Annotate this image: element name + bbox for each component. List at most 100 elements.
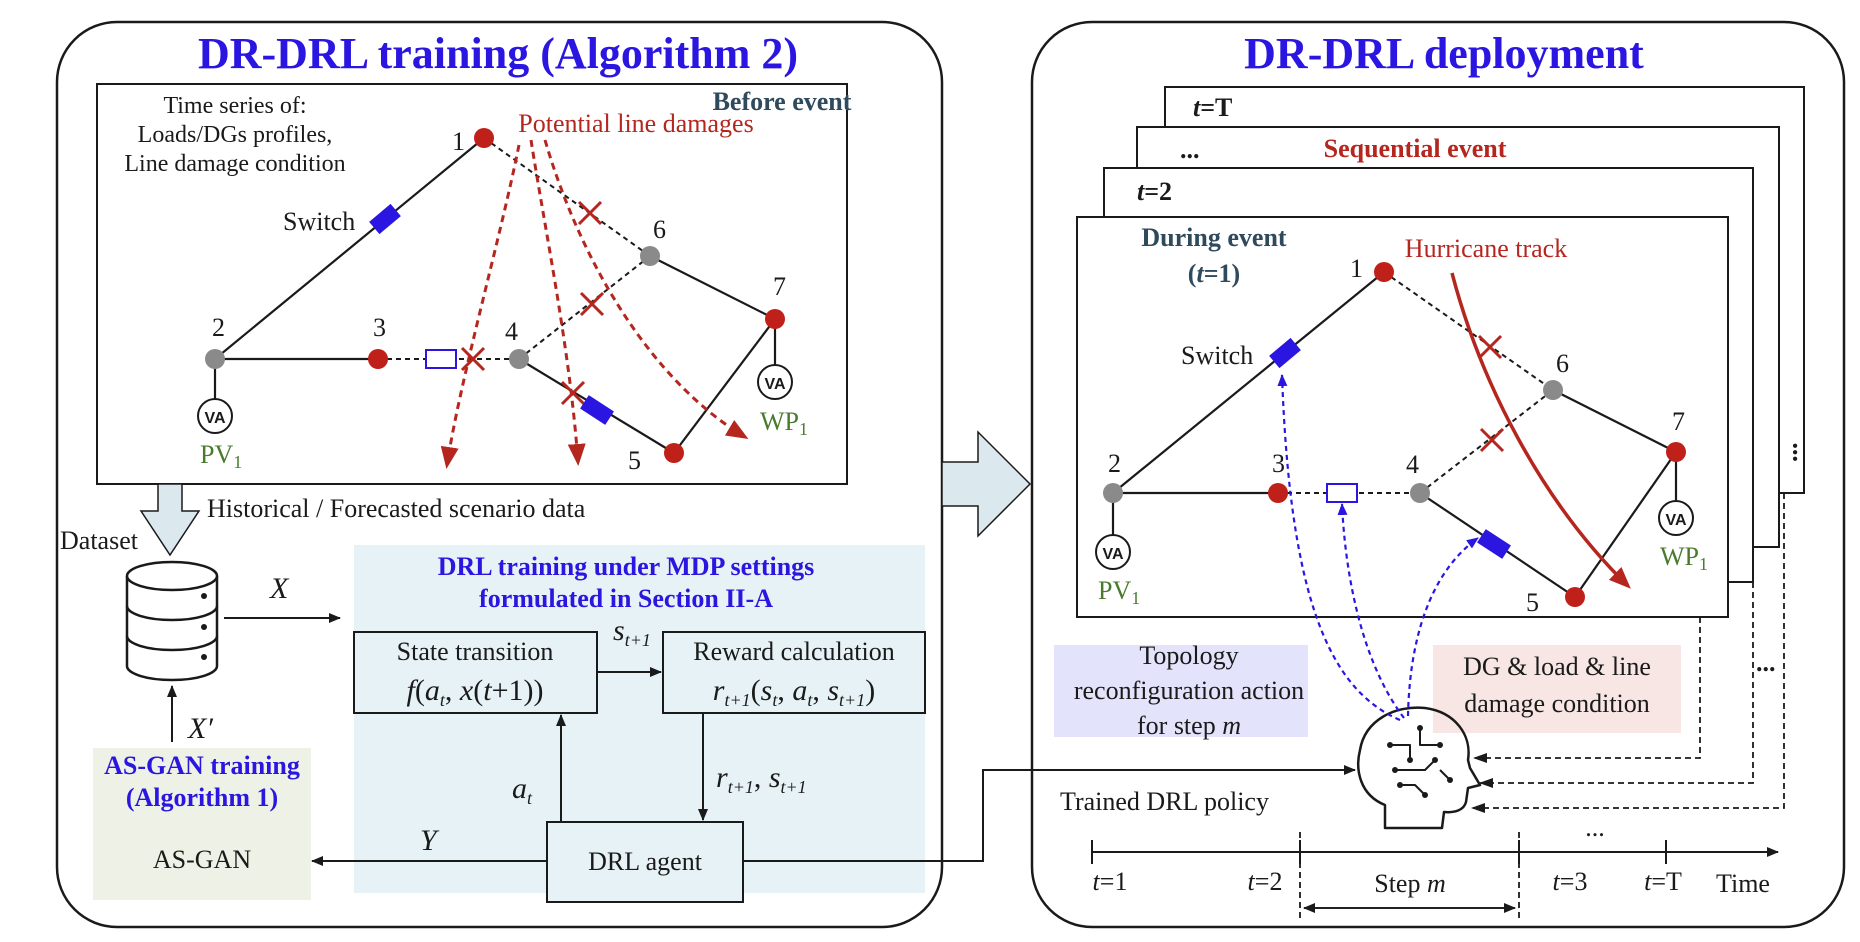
switch-closed-icon	[1269, 337, 1301, 369]
node-number: 5	[1526, 588, 1539, 617]
network-node	[1103, 483, 1123, 503]
network-node	[1374, 262, 1394, 282]
step-bracket	[1299, 832, 1520, 918]
during-event-line-1: During event	[1141, 223, 1287, 252]
network-node	[1268, 483, 1288, 503]
drl-box-title-line-1: DRL training under MDP settings	[438, 552, 815, 581]
wp-generator-icon: VA	[1658, 500, 1694, 536]
state-transition-box	[353, 631, 598, 714]
time-axis-label: Time	[1716, 869, 1770, 898]
agent-to-policy-connector	[743, 765, 1356, 862]
s-next-label: st+1	[613, 614, 651, 650]
frame-more-dots: ...	[1774, 443, 1803, 463]
dataset-label: Dataset	[60, 526, 139, 555]
topology-action-line-3: for step m	[1137, 711, 1241, 740]
node-number: 3	[373, 313, 386, 342]
node-number: 7	[773, 272, 786, 301]
left-network-dashed-lines	[378, 137, 651, 360]
switch-open-icon	[425, 349, 457, 369]
frame-t-2-label: t=2	[1137, 177, 1172, 206]
state-transition-label: State transition	[397, 637, 554, 666]
right-panel-title: DR-DRL deployment	[1244, 29, 1644, 78]
network-node	[765, 309, 785, 329]
timeline-tick-label: t=2	[1248, 867, 1283, 896]
node-number: 6	[1556, 349, 1569, 378]
svg-text:VA: VA	[1102, 546, 1123, 563]
action-label: at	[512, 772, 533, 808]
switch-closed-icon	[1477, 529, 1511, 559]
trained-policy-label: Trained DRL policy	[1060, 787, 1269, 816]
network-node	[1565, 587, 1585, 607]
hurricane-track-arrow	[1450, 272, 1631, 589]
network-node	[368, 349, 388, 369]
topology-action-line-1: Topology	[1139, 641, 1238, 670]
svg-text:VA: VA	[764, 376, 785, 393]
timeline-tick-label: t=3	[1553, 867, 1588, 896]
switch-closed-icon	[580, 395, 614, 425]
time-series-line-3: Line damage condition	[124, 151, 345, 177]
time-series-line-2: Loads/DGs profiles,	[138, 122, 333, 148]
network-node	[474, 128, 494, 148]
before-event-label: Before event	[713, 87, 852, 116]
switch-closed-icon	[369, 203, 401, 235]
feedback-dashed-lines	[1471, 493, 1785, 813]
panel-transition-arrow	[941, 430, 1032, 538]
historical-data-label: Historical / Forecasted scenario data	[207, 494, 586, 523]
potential-damage-arrows	[440, 139, 749, 469]
y-label: Y	[420, 824, 440, 857]
database-icon	[125, 560, 219, 682]
network-node	[509, 349, 529, 369]
as-gan-label: AS-GAN	[153, 845, 251, 874]
control-action-arrows	[1277, 374, 1479, 722]
svg-text:VA: VA	[1665, 512, 1686, 529]
node-number: 5	[628, 446, 641, 475]
node-number: 3	[1272, 449, 1285, 478]
pv-label: PV1	[200, 440, 242, 472]
topology-action-line-2: reconfiguration action	[1074, 676, 1304, 705]
trained-policy-brain-icon[interactable]	[1357, 706, 1482, 830]
frame-t-1[interactable]	[1076, 216, 1729, 618]
time-series-line-1: Time series of:	[163, 93, 306, 119]
drl-agent-label: DRL agent	[588, 847, 703, 876]
pv-label: PV1	[1098, 576, 1140, 608]
node-number: 1	[1350, 254, 1363, 283]
node-number: 6	[653, 215, 666, 244]
x-label: X	[269, 572, 290, 605]
network-node	[664, 443, 684, 463]
switch-label: Switch	[283, 207, 355, 236]
topology-action-background	[1054, 645, 1308, 737]
as-gan-background	[93, 748, 311, 900]
drl-box-title-line-2: formulated in Section II-A	[479, 584, 773, 613]
switch-label: Switch	[1181, 341, 1253, 370]
reward-calculation-label: Reward calculation	[693, 637, 894, 666]
dg-condition-line-2: damage condition	[1464, 689, 1650, 718]
timeline-tick-label: t=1	[1093, 867, 1128, 896]
during-event-line-2: (t=1)	[1188, 259, 1240, 288]
node-number: 2	[212, 313, 225, 342]
switch-open-icon	[1326, 483, 1358, 503]
state-transition-formula: f(at, x(t+1))	[407, 674, 544, 710]
left-panel-title: DR-DRL training (Algorithm 2)	[198, 29, 798, 78]
wp-label: WP1	[1660, 542, 1708, 574]
reward-state-label: rt+1, st+1	[716, 761, 807, 797]
network-node	[205, 349, 225, 369]
timeline-tick-label: t=T	[1644, 867, 1682, 896]
reward-formula: rt+1(st, at, st+1)	[713, 674, 875, 710]
node-number: 4	[1406, 450, 1419, 479]
wp-generator-icon: VA	[757, 364, 793, 400]
step-m-label: Step m	[1374, 869, 1446, 898]
frame-dots-label: ...	[1180, 135, 1200, 164]
network-node	[640, 246, 660, 266]
sequential-event-label: Sequential event	[1324, 134, 1507, 163]
node-number: 4	[505, 317, 518, 346]
svg-text:VA: VA	[204, 410, 225, 427]
data-flow-arrow	[139, 483, 201, 557]
x-prime-label: X′	[187, 712, 213, 745]
as-gan-training-line-1: AS-GAN training	[104, 751, 300, 780]
pv-generator-icon: VA	[197, 398, 233, 434]
network-node	[1543, 380, 1563, 400]
network-node	[1666, 442, 1686, 462]
node-number: 2	[1108, 449, 1121, 478]
dg-more-dots: ...	[1756, 648, 1776, 677]
